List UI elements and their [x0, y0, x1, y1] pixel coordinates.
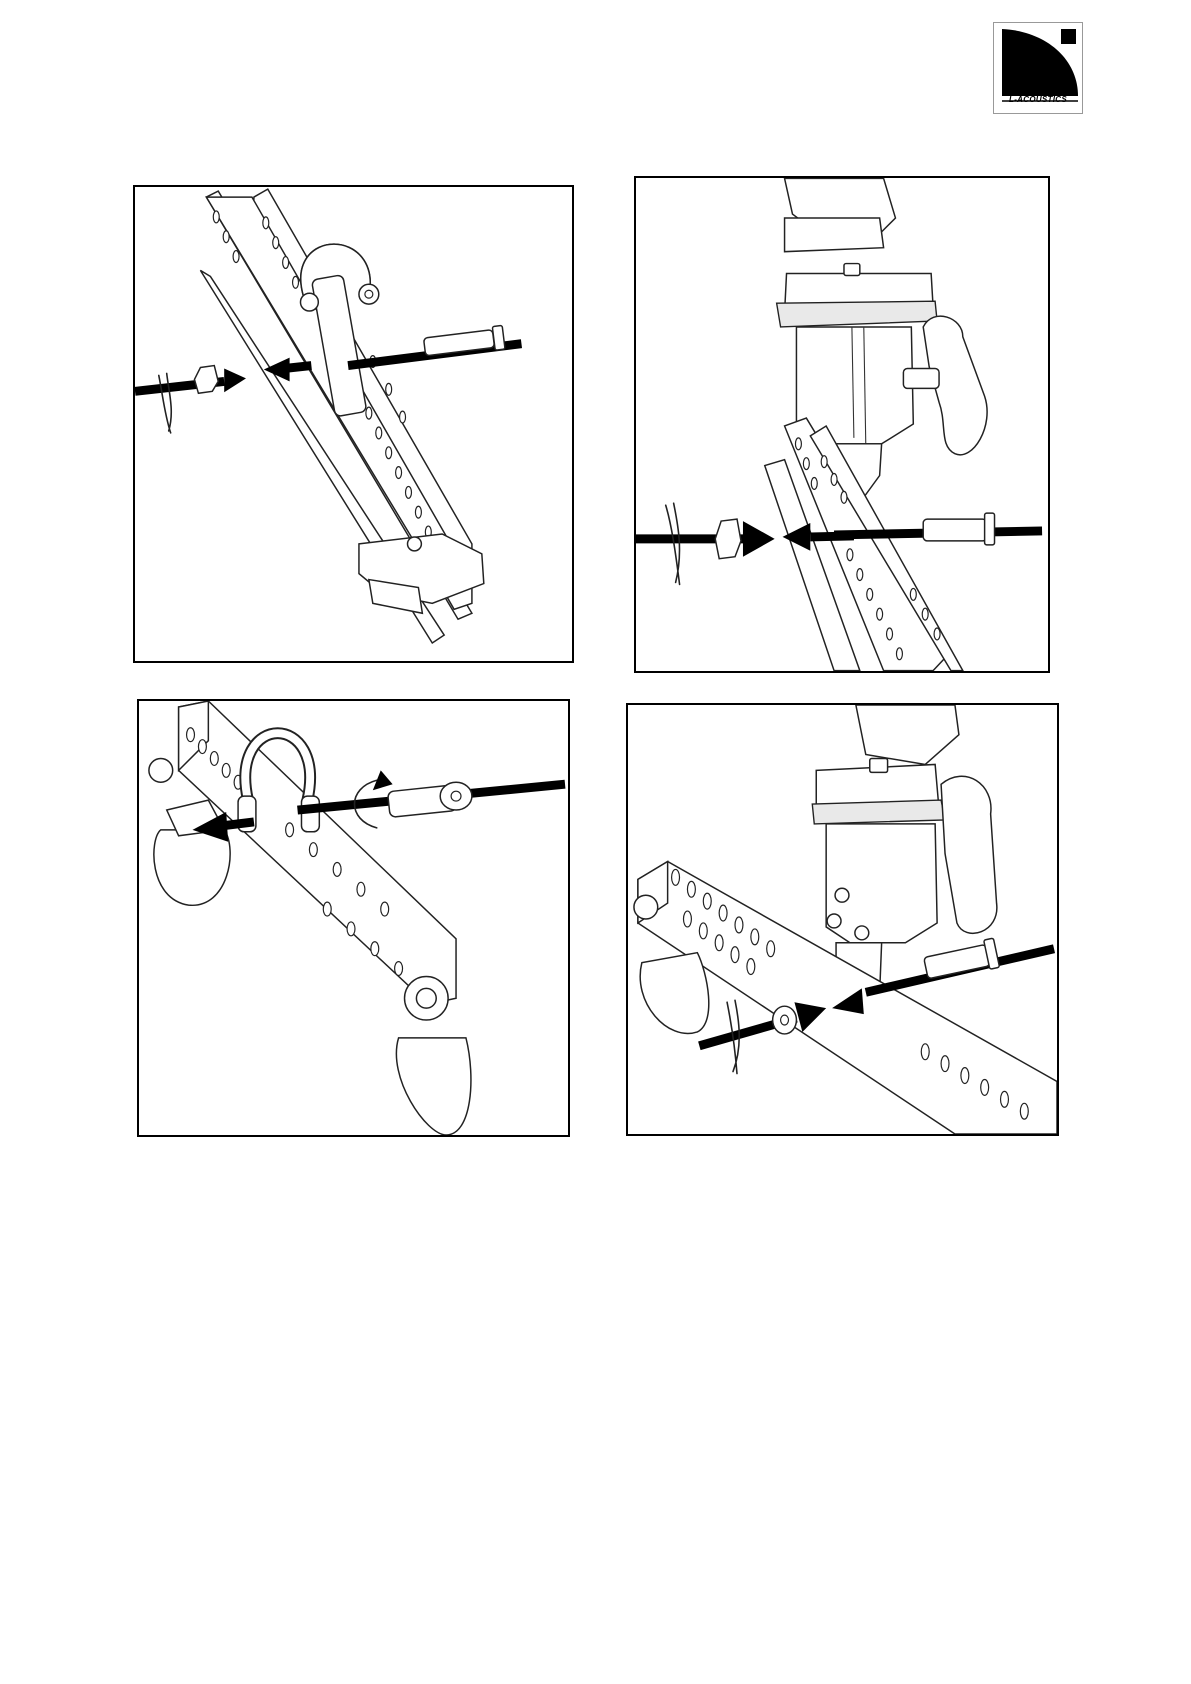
shackle-pin-screw-icon	[139, 701, 568, 1135]
clamp-tab-pin-assembly-icon	[628, 705, 1057, 1134]
figure-step-2	[634, 176, 1050, 673]
figure-step-1	[133, 185, 574, 663]
l-acoustics-logo: L-ACOUSTICS	[993, 22, 1083, 114]
figure-step-4	[626, 703, 1059, 1136]
figure-step-3	[137, 699, 570, 1137]
bumper-bar-shackle-pin-assembly-icon	[135, 187, 572, 661]
clamp-bar-pin-assembly-icon	[636, 178, 1048, 671]
logo-wordmark: L-ACOUSTICS	[994, 95, 1082, 104]
